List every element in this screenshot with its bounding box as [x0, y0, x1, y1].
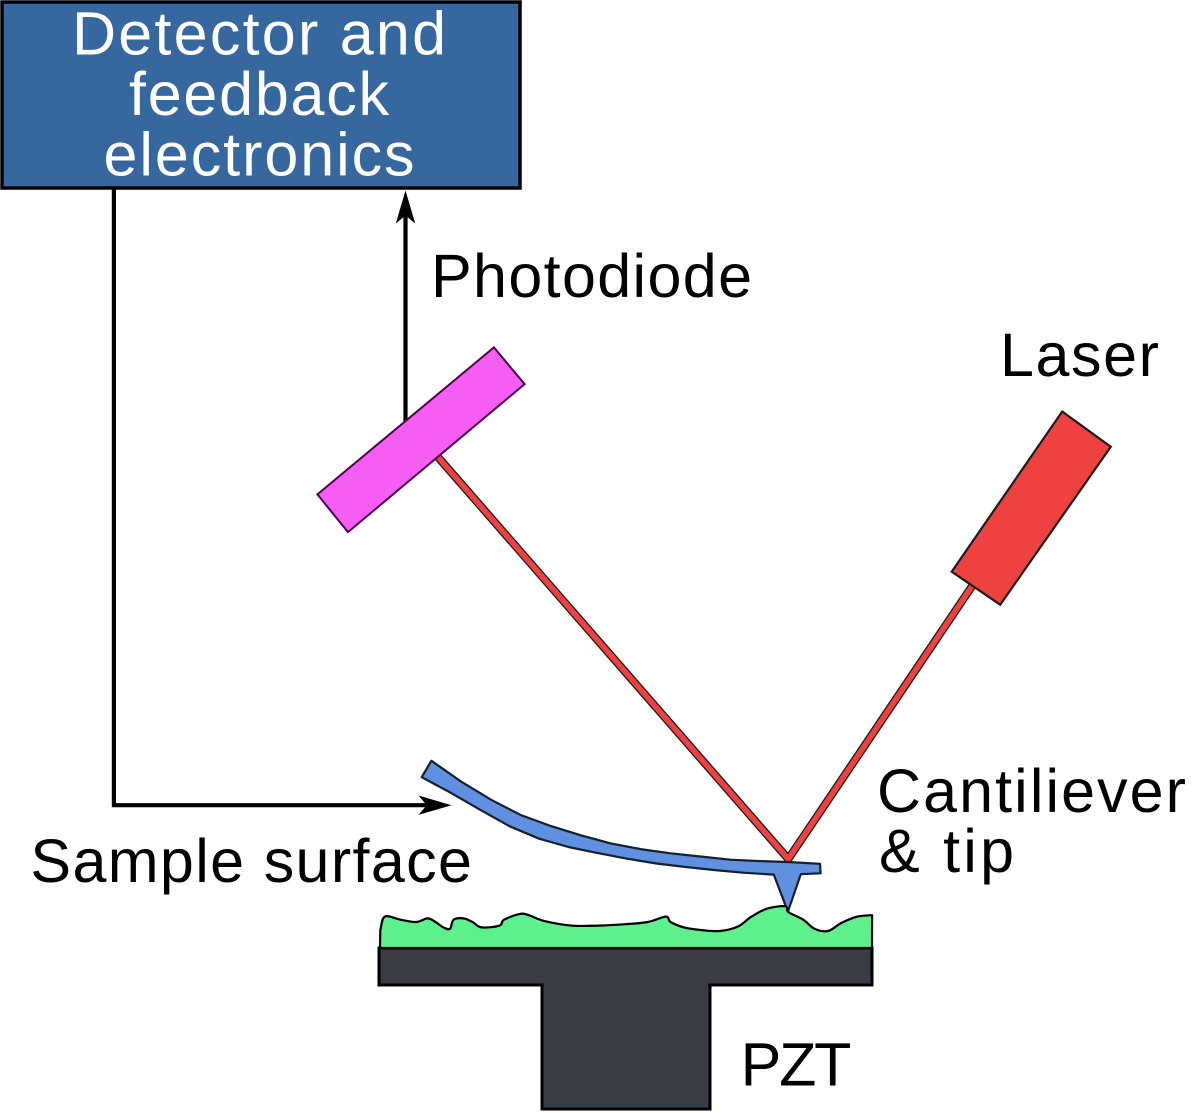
- svg-text:Sample surface: Sample surface: [30, 827, 472, 895]
- svg-text:Laser: Laser: [1000, 321, 1159, 389]
- svg-text:electronics: electronics: [104, 121, 415, 189]
- svg-text:Detector and: Detector and: [72, 0, 446, 68]
- svg-text:& tip: & tip: [879, 817, 1014, 885]
- svg-text:Photodiode: Photodiode: [431, 242, 752, 310]
- svg-text:PZT: PZT: [741, 1031, 852, 1099]
- svg-text:Cantiliever: Cantiliever: [877, 757, 1186, 825]
- svg-text:feedback: feedback: [129, 60, 390, 128]
